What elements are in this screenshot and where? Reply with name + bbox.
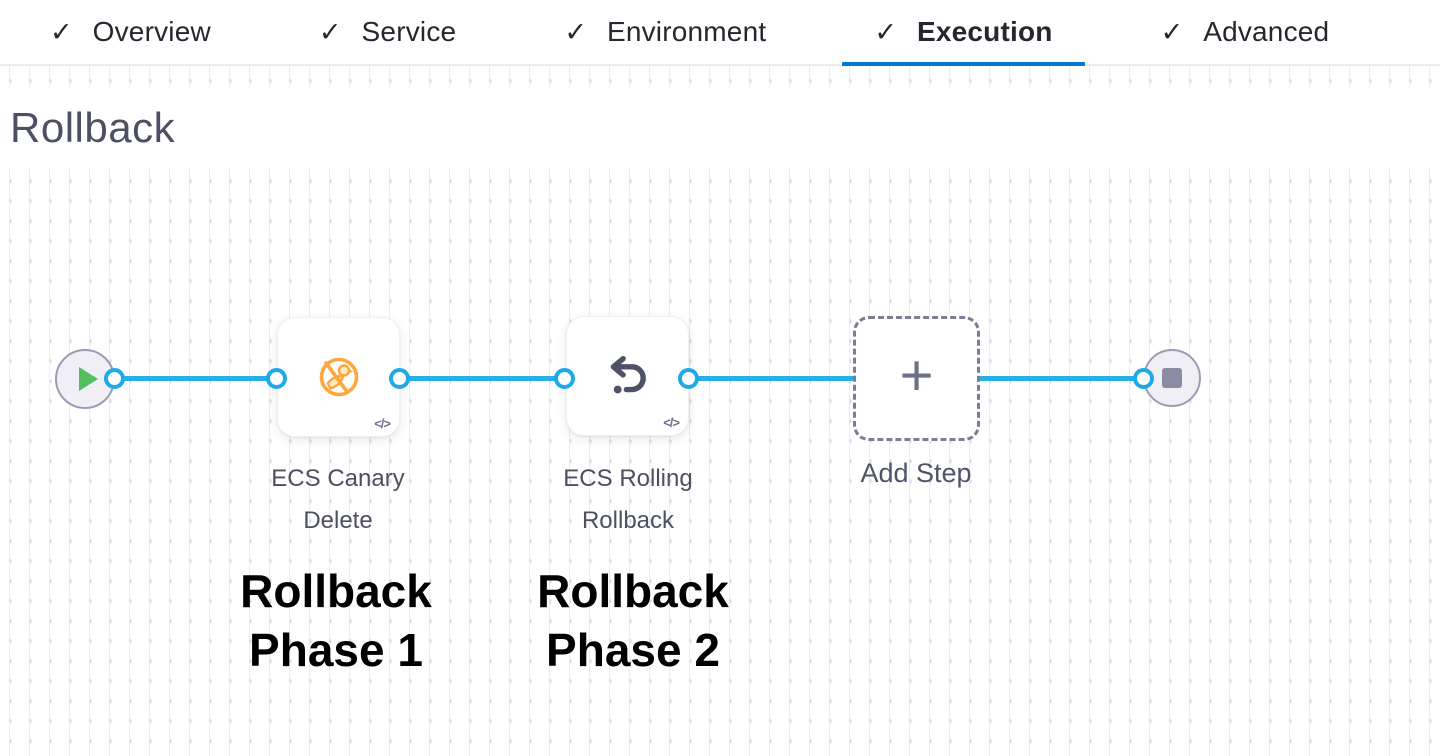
flow-edge (688, 376, 854, 381)
connector-dot[interactable] (104, 368, 125, 389)
tab-advanced[interactable]: ✓ Advanced (1129, 0, 1362, 65)
step-ecs-rolling-rollback[interactable]: </> (566, 316, 689, 436)
plus-icon: + (899, 342, 934, 408)
connector-dot[interactable] (266, 368, 287, 389)
canary-delete-icon (319, 357, 358, 397)
step-label-ecs-canary-delete: ECS Canary Delete (271, 465, 405, 534)
tab-label: Environment (606, 16, 767, 47)
tab-label: Overview (92, 16, 211, 47)
tab-environment[interactable]: ✓ Environment (532, 0, 798, 65)
code-icon: </> (663, 415, 680, 430)
annotation-rollback-phase-2: Rollback Phase 2 (537, 565, 729, 676)
flow-edge (399, 376, 565, 381)
check-icon: ✓ (874, 16, 897, 47)
tab-execution[interactable]: ✓ Execution (842, 0, 1085, 67)
rolling-rollback-icon (610, 355, 646, 394)
tab-label: Service (361, 16, 457, 47)
check-icon: ✓ (1160, 16, 1184, 47)
stage-heading-band: Rollback (0, 88, 1440, 168)
connector-dot[interactable] (389, 368, 410, 389)
play-icon (78, 367, 98, 391)
flow-edge (979, 376, 1144, 381)
connector-dot[interactable] (1133, 368, 1154, 389)
check-icon: ✓ (564, 16, 587, 47)
check-icon: ✓ (318, 16, 342, 47)
connector-dot[interactable] (678, 368, 699, 389)
flow-edge (114, 376, 277, 381)
tab-label: Advanced (1203, 16, 1330, 47)
check-icon: ✓ (50, 16, 73, 47)
stop-icon (1162, 368, 1182, 388)
code-icon: </> (374, 416, 391, 431)
add-step-button[interactable]: + (853, 316, 980, 441)
step-label-ecs-rolling-rollback: ECS Rolling Rollback (563, 465, 693, 534)
tab-label: Execution (916, 16, 1053, 47)
pipeline-canvas: Rollback </> (0, 66, 1440, 756)
tab-service[interactable]: ✓ Service (287, 0, 488, 65)
connector-dot[interactable] (554, 368, 575, 389)
step-ecs-canary-delete[interactable]: </> (277, 317, 400, 437)
stage-heading: Rollback (10, 104, 176, 151)
add-step-label: Add Step (860, 458, 972, 488)
annotation-rollback-phase-1: Rollback Phase 1 (240, 565, 432, 676)
tab-overview[interactable]: ✓ Overview (18, 0, 243, 65)
stage-config-tabbar: ✓ Overview ✓ Service ✓ Environment ✓ Exe… (0, 0, 1440, 67)
